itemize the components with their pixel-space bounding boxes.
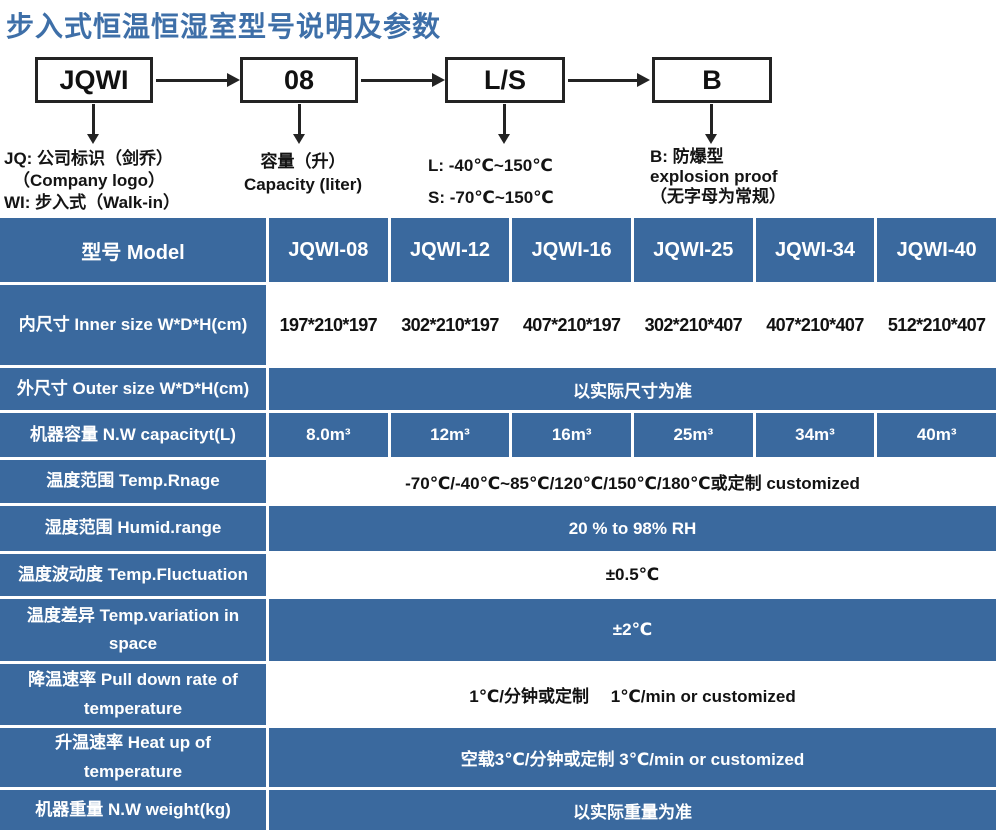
header-cell: JQWI-25 xyxy=(633,218,753,282)
arrow-right-icon xyxy=(156,73,240,87)
note-temp-class: L: -40℃~150℃ S: -70℃~150℃ xyxy=(428,150,554,214)
flow-box-brand: JQWI xyxy=(35,57,153,103)
value-cell: 302*210*197 xyxy=(390,285,510,365)
note-line: （Company logo） xyxy=(13,171,166,190)
arrow-down-icon xyxy=(87,104,99,144)
arrow-right-icon xyxy=(568,73,650,87)
span-value-cell: 以实际尺寸为准 xyxy=(269,368,996,410)
span-value-cell: -70℃/-40℃~85℃/120℃/150℃/180℃或定制 customiz… xyxy=(269,460,996,503)
flow-box-temp-class: L/S xyxy=(445,57,565,103)
note-company: JQ: 公司标识（剑乔） （Company logo） WI: 步入式（Walk… xyxy=(4,148,180,214)
row-label-heatup-rate: 升温速率 Heat up of temperature xyxy=(0,728,266,787)
value-cell: 512*210*407 xyxy=(877,285,996,365)
row-label-temp-variation: 温度差异 Temp.variation in space xyxy=(0,599,266,661)
span-value-cell: 以实际重量为准 xyxy=(269,790,996,830)
span-value-cell: 1℃/分钟或定制 1℃/min or customized xyxy=(269,664,996,725)
row-label-humidity-range: 湿度范围 Humid.range xyxy=(0,506,266,551)
row-label-temp-fluctuation: 温度波动度 Temp.Fluctuation xyxy=(0,554,266,596)
note-line: （无字母为常规） xyxy=(650,187,786,206)
note-line: Capacity (liter) xyxy=(243,175,363,194)
row-label-capacity: 机器容量 N.W capacityt(L) xyxy=(0,413,266,457)
flow-box-explosion: B xyxy=(652,57,772,103)
arrow-down-icon xyxy=(293,104,305,144)
span-value-cell: 20 % to 98% RH xyxy=(269,506,996,551)
value-cell: 25m³ xyxy=(633,413,753,457)
row-label-weight: 机器重量 N.W weight(kg) xyxy=(0,790,266,830)
arrow-down-icon xyxy=(498,104,510,144)
header-cell: JQWI-40 xyxy=(877,218,996,282)
value-cell: 302*210*407 xyxy=(633,285,753,365)
note-line: B: 防爆型 xyxy=(650,147,724,166)
header-cell: JQWI-34 xyxy=(755,218,875,282)
row-label-outer-size: 外尺寸 Outer size W*D*H(cm) xyxy=(0,368,266,410)
note-line: JQ: 公司标识（剑乔） xyxy=(4,149,174,168)
value-cell: 34m³ xyxy=(755,413,875,457)
arrow-down-icon xyxy=(705,104,717,144)
value-cell: 16m³ xyxy=(512,413,631,457)
note-line: 容量（升） xyxy=(260,152,346,171)
span-value-cell: ±0.5℃ xyxy=(269,554,996,596)
header-cell: JQWI-12 xyxy=(390,218,510,282)
value-cell: 8.0m³ xyxy=(269,413,388,457)
note-line: L: -40℃~150℃ xyxy=(428,156,553,175)
page-title: 步入式恒温恒湿室型号说明及参数 xyxy=(6,11,442,42)
value-cell: 40m³ xyxy=(877,413,996,457)
value-cell: 407*210*197 xyxy=(512,285,631,365)
span-value-cell: 空载3℃/分钟或定制 3℃/min or customized xyxy=(269,728,996,787)
spec-table: 型号 Model JQWI-08 JQWI-12 JQWI-16 JQWI-25… xyxy=(0,218,996,830)
note-line: WI: 步入式（Walk-in） xyxy=(4,193,180,212)
span-value-cell: ±2℃ xyxy=(269,599,996,661)
row-label-pulldown-rate: 降温速率 Pull down rate of temperature xyxy=(0,664,266,725)
note-explosion: B: 防爆型 explosion proof （无字母为常规） xyxy=(650,147,786,207)
header-cell: JQWI-08 xyxy=(269,218,388,282)
header-cell-model: 型号 Model xyxy=(0,218,266,282)
arrow-right-icon xyxy=(361,73,445,87)
note-line: S: -70℃~150℃ xyxy=(428,188,554,207)
note-line: explosion proof xyxy=(650,167,778,186)
header-cell: JQWI-16 xyxy=(512,218,631,282)
row-label-temp-range: 温度范围 Temp.Rnage xyxy=(0,460,266,503)
row-label-inner-size: 内尺寸 Inner size W*D*H(cm) xyxy=(0,285,266,365)
value-cell: 197*210*197 xyxy=(269,285,388,365)
note-capacity: 容量（升） Capacity (liter) xyxy=(203,150,403,196)
value-cell: 407*210*407 xyxy=(755,285,875,365)
flow-box-capacity: 08 xyxy=(240,57,358,103)
value-cell: 12m³ xyxy=(390,413,510,457)
